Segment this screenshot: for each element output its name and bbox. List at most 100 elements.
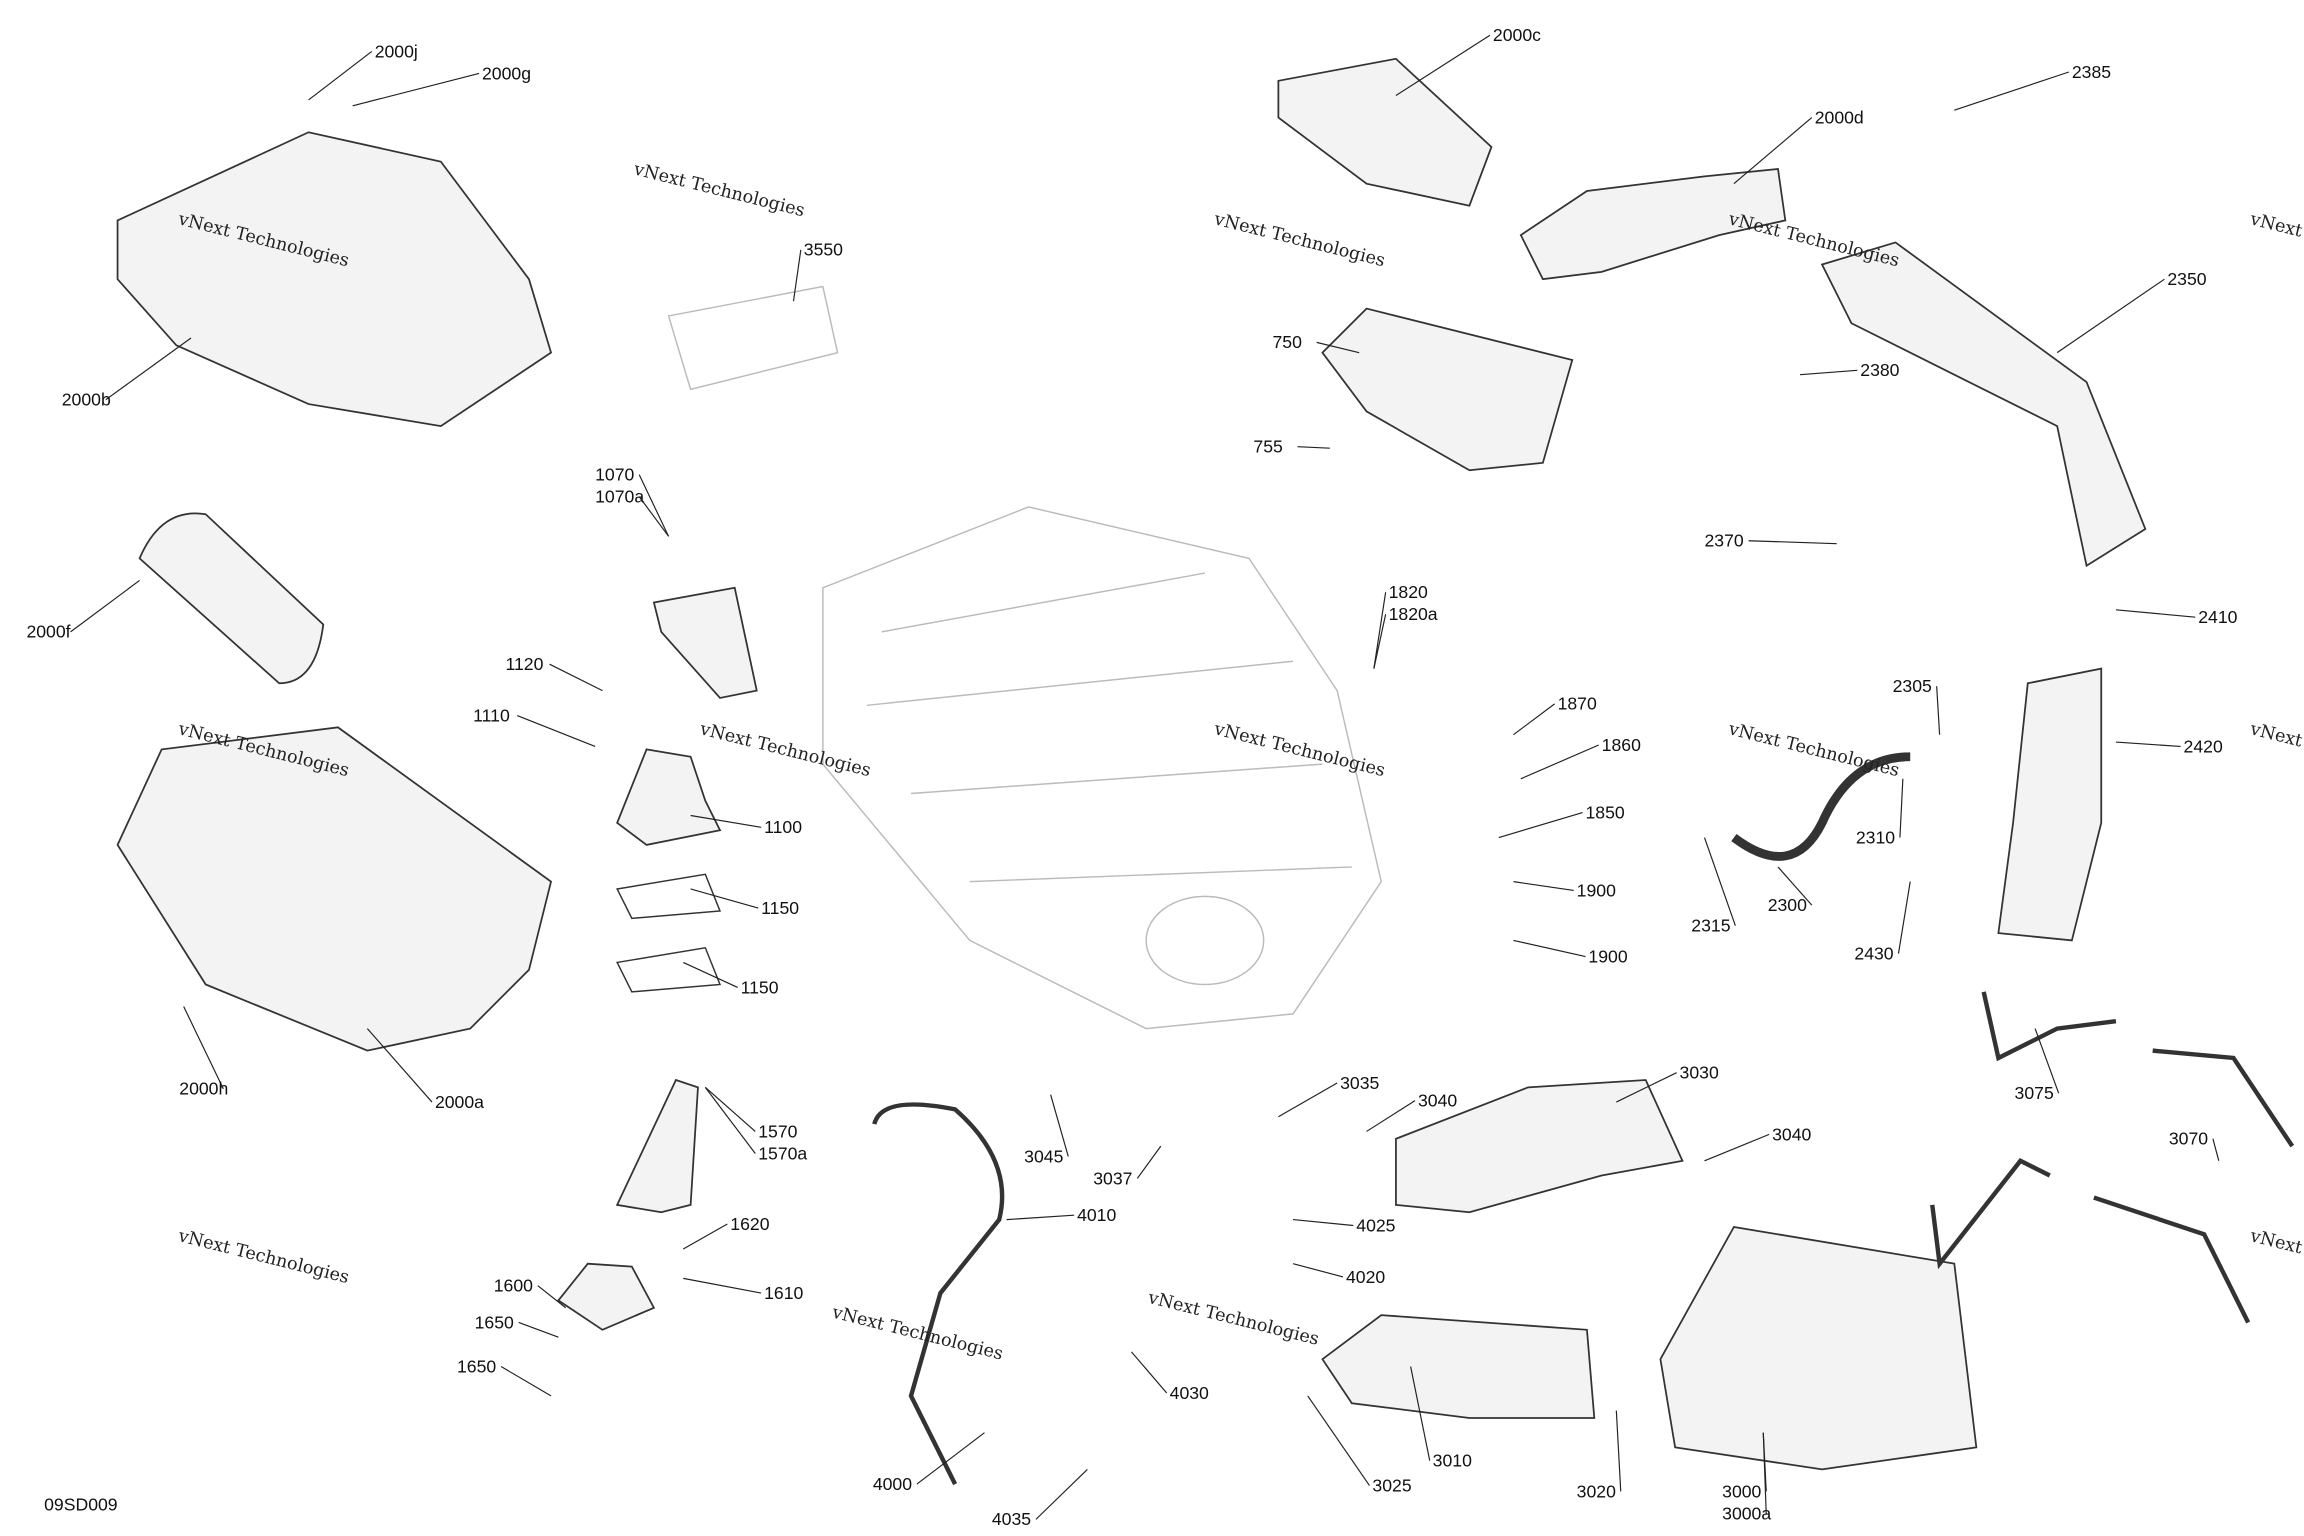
leader-line [1704, 1133, 1770, 1162]
callout-750: 750 [1272, 332, 1302, 353]
callout-2385: 2385 [2071, 61, 2112, 83]
callout-2000c: 2000c [1492, 24, 1541, 46]
leader-line [1799, 369, 1858, 376]
intercooler-3000 [1659, 1225, 1978, 1471]
callout-2310: 2310 [1855, 827, 1896, 848]
callout-1100: 1100 [764, 816, 803, 838]
strap-3070 [2093, 1048, 2295, 1324]
leader-line [1410, 1366, 1431, 1461]
leader-line [690, 888, 759, 909]
callout-4035: 4035 [991, 1509, 1032, 1530]
bracket-1070 [652, 586, 758, 699]
callout-4025: 4025 [1356, 1215, 1396, 1236]
leader-line [183, 1006, 224, 1090]
callout-3070: 3070 [2168, 1128, 2209, 1150]
callout-1070: 1070 [595, 464, 635, 485]
duct-2000f [138, 512, 325, 685]
mount-1600 [557, 1262, 656, 1331]
leader-line [1616, 1072, 1677, 1103]
leader-line [2115, 741, 2181, 748]
callout-2000a: 2000a [434, 1091, 484, 1113]
leader-line [518, 1321, 559, 1338]
leader-line [2115, 609, 2196, 618]
leader-line [1035, 1468, 1088, 1520]
leader-line [1748, 540, 1837, 545]
callout-2300: 2300 [1767, 894, 1807, 916]
leader-line [517, 715, 596, 748]
callout-4010: 4010 [1077, 1204, 1117, 1226]
cover-750 [1321, 307, 1574, 472]
leader-line [2056, 278, 2165, 354]
hose-2000d [1519, 168, 1787, 281]
callout-1070a: 1070a [595, 486, 645, 507]
leader-line [1897, 881, 1911, 954]
callout-2000f: 2000f [26, 621, 71, 643]
callout-2000h: 2000h [179, 1078, 229, 1100]
callout-4030: 4030 [1169, 1382, 1209, 1404]
leader-line [2212, 1138, 2220, 1161]
callout-1860: 1860 [1601, 734, 1641, 756]
leader-line [1316, 341, 1360, 354]
callout-3010: 3010 [1432, 1450, 1472, 1471]
leader-line [690, 814, 762, 828]
tube-2350 [1820, 241, 2147, 568]
airbox-cover [116, 131, 553, 428]
callout-755: 755 [1253, 436, 1283, 457]
callout-4020: 4020 [1345, 1266, 1386, 1288]
leader-line [1297, 446, 1330, 449]
leader-line [308, 50, 373, 101]
callout-1150: 1150 [740, 977, 779, 998]
leader-line [792, 249, 802, 302]
callout-2000j: 2000j [374, 41, 418, 62]
callout-1610: 1610 [764, 1282, 804, 1304]
callout-1110: 1110 [473, 705, 510, 726]
callout-2380: 2380 [1860, 360, 1900, 381]
leader-line [500, 1366, 552, 1397]
hose-3030 [1395, 1079, 1684, 1214]
callout-2000g: 2000g [481, 63, 532, 84]
callout-1870: 1870 [1557, 693, 1597, 715]
leader-line [704, 1086, 756, 1132]
leader-line [1513, 703, 1555, 736]
leader-line [1373, 592, 1387, 669]
hose-4010 [872, 1102, 1005, 1486]
callout-2430: 2430 [1854, 943, 1894, 964]
callout-3037: 3037 [1093, 1168, 1133, 1189]
callout-2350: 2350 [2167, 268, 2207, 290]
leader-line [1130, 1351, 1168, 1394]
leader-line [704, 1087, 756, 1154]
callout-3040: 3040 [1417, 1090, 1458, 1111]
leader-line [1050, 1094, 1069, 1157]
callout-2410: 2410 [2198, 606, 2238, 628]
leader-line [1520, 744, 1599, 780]
engine-mount-1100 [616, 748, 722, 846]
duct-2000c [1277, 57, 1493, 207]
leader-line [1513, 939, 1586, 958]
leader-line [1733, 117, 1813, 185]
leader-line [1703, 837, 1736, 926]
callout-2315: 2315 [1691, 915, 1731, 937]
leader-line [1307, 1395, 1370, 1486]
leader-line [683, 961, 738, 988]
leader-line [1762, 1432, 1767, 1514]
callout-3035: 3035 [1340, 1072, 1380, 1094]
callout-3020: 3020 [1576, 1481, 1616, 1502]
callout-2420: 2420 [2183, 736, 2223, 757]
leader-line [1395, 34, 1491, 97]
leader-line [683, 1277, 762, 1294]
leader-line [537, 1285, 567, 1309]
leader-line [1615, 1410, 1622, 1492]
leader-line [1006, 1214, 1075, 1221]
callout-3025: 3025 [1372, 1475, 1412, 1496]
callout-1650: 1650 [456, 1356, 497, 1377]
callout-1900: 1900 [1588, 946, 1628, 967]
callout-3040: 3040 [1772, 1124, 1812, 1145]
leader-line [1954, 71, 2070, 111]
bracket-1570 [615, 1078, 699, 1214]
shim-1150 [616, 873, 722, 993]
callout-3550: 3550 [803, 239, 843, 261]
callout-1620: 1620 [730, 1213, 770, 1235]
leader-line [638, 496, 670, 537]
